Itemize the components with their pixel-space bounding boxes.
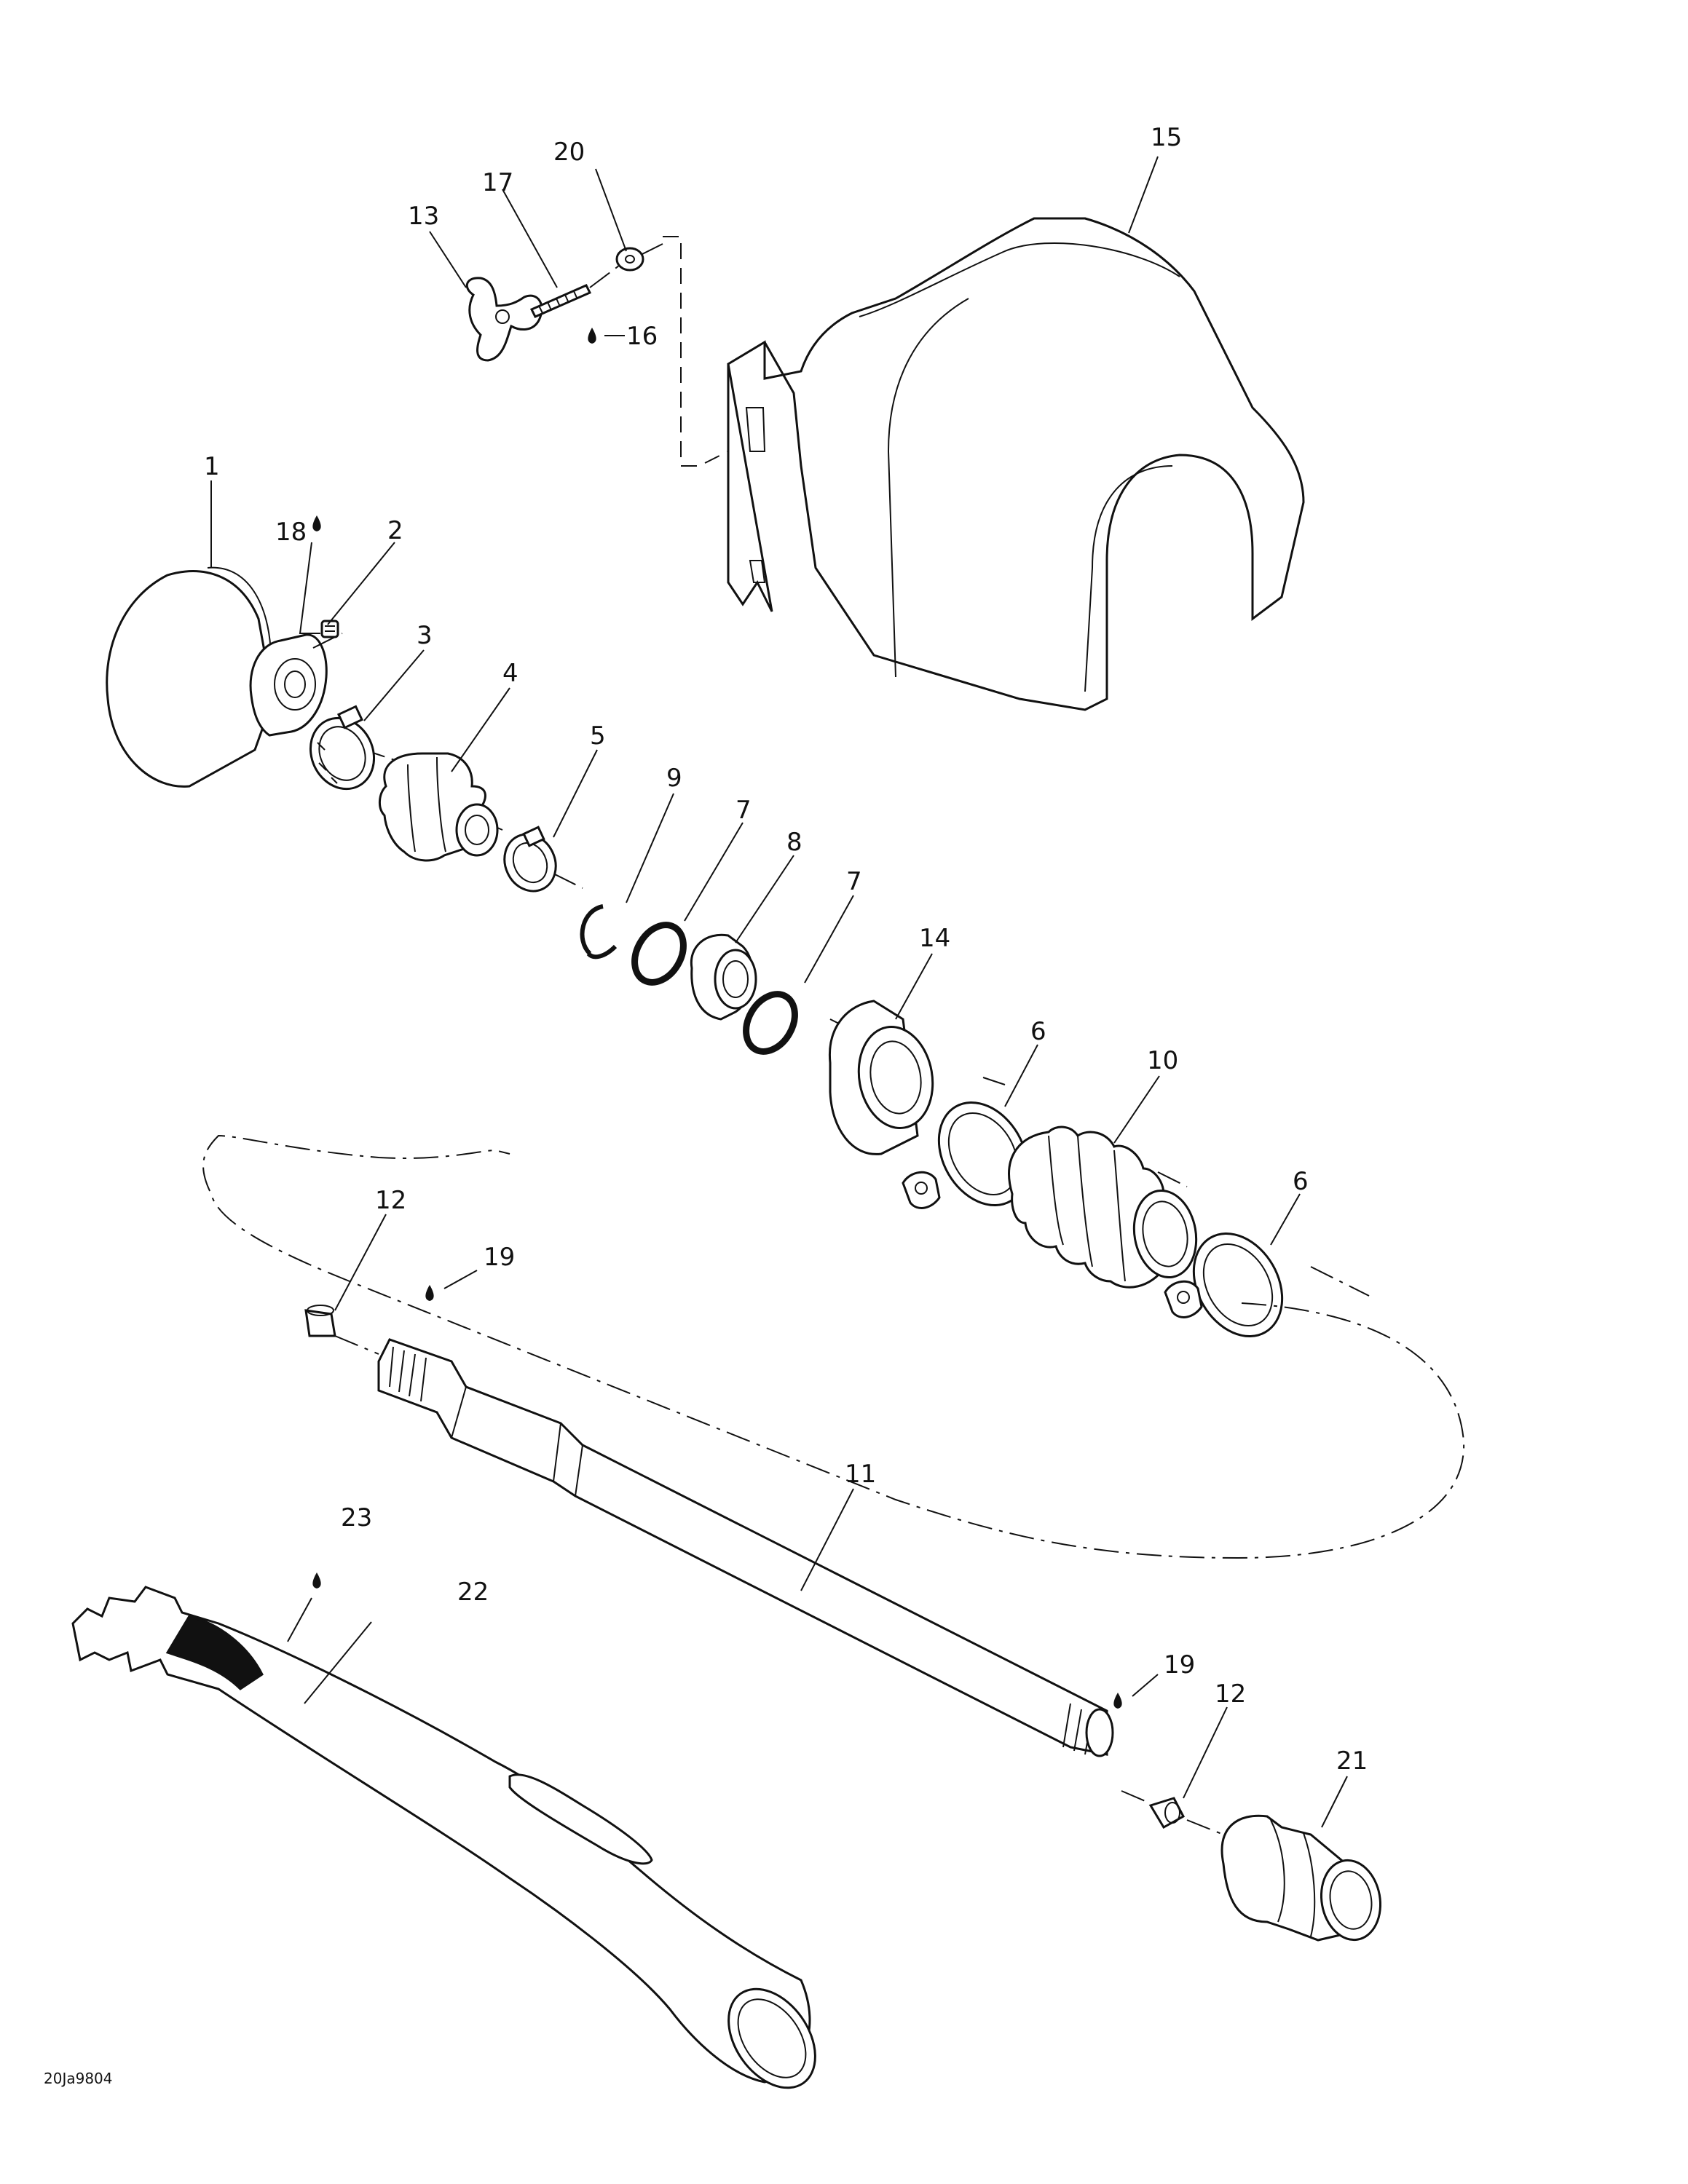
oil-drop-icon (588, 328, 596, 344)
part-label-6: 6 (1030, 1017, 1046, 1046)
adapter-part (1220, 1814, 1382, 1942)
part-label-19b: 19 (1164, 1650, 1195, 1679)
oil-drop-icon (1113, 1693, 1122, 1709)
small-clamp-part (503, 826, 557, 893)
part-label-6b: 6 (1293, 1167, 1309, 1196)
hose-clamp-part (902, 1101, 1029, 1209)
washer-part (615, 247, 644, 272)
bellows-coupler-part (379, 752, 499, 862)
oil-drop-icon (425, 1285, 434, 1301)
part-label-12b: 12 (1215, 1679, 1246, 1709)
part-label-22: 22 (457, 1578, 489, 1607)
wing-nut-part (465, 277, 543, 362)
part-label-4: 4 (502, 659, 518, 688)
grease-fitting-part (320, 620, 339, 638)
pin-part (304, 1305, 336, 1337)
stud-part (529, 284, 592, 318)
bellows-boot-part (1008, 1125, 1198, 1289)
part-label-23: 23 (341, 1503, 372, 1532)
part-label-1: 1 (204, 452, 220, 481)
pin-axis-line (334, 1335, 1224, 1835)
oil-drop-icon (312, 1572, 321, 1588)
part-label-10: 10 (1147, 1046, 1178, 1075)
assembly-loop-line (202, 1134, 1465, 1559)
part-label-16: 16 (626, 322, 658, 351)
part-label-3: 3 (417, 621, 433, 650)
part-label-13: 13 (408, 202, 439, 231)
part-label-18: 18 (275, 518, 307, 547)
part-label-17: 17 (482, 168, 513, 197)
steering-shaft-part (377, 1338, 1114, 1757)
pin-part (1148, 1797, 1186, 1829)
part-label-2: 2 (387, 516, 403, 545)
part-label-11: 11 (845, 1460, 876, 1489)
sleeve-part (828, 1000, 934, 1155)
leader-lines (210, 156, 1348, 1828)
bushing-part (690, 933, 757, 1021)
part-label-20: 20 (553, 138, 585, 167)
part-label-14: 14 (919, 924, 950, 953)
part-label-7: 7 (735, 796, 752, 825)
fastener-axis-line (589, 243, 663, 288)
handle-tube-part (71, 1586, 816, 2089)
o-ring-part (631, 922, 687, 986)
part-label-19: 19 (484, 1243, 515, 1272)
clamp-part (309, 705, 376, 791)
part-label-15: 15 (1151, 123, 1182, 152)
steering-hub-part (106, 566, 328, 788)
diagram-code: 20Ja9804 (44, 2070, 113, 2087)
retaining-ring-part (580, 904, 618, 960)
part-label-5: 5 (590, 721, 606, 751)
hose-clamp-part (1164, 1232, 1284, 1338)
part-label-9: 9 (666, 764, 682, 793)
part-label-12: 12 (375, 1186, 406, 1215)
part-label-21: 21 (1336, 1746, 1368, 1776)
cover-mount-dash-line (663, 236, 729, 467)
main-assembly-axis (312, 633, 1370, 1297)
part-labels: 1 2 3 4 5 6 6 7 7 8 9 10 11 12 12 13 14 … (204, 123, 1368, 1776)
o-ring-part (743, 991, 798, 1055)
oil-drop-icon (312, 515, 321, 531)
part-label-7b: 7 (846, 867, 862, 896)
part-label-8: 8 (786, 828, 802, 857)
steering-cover-part (727, 217, 1305, 711)
